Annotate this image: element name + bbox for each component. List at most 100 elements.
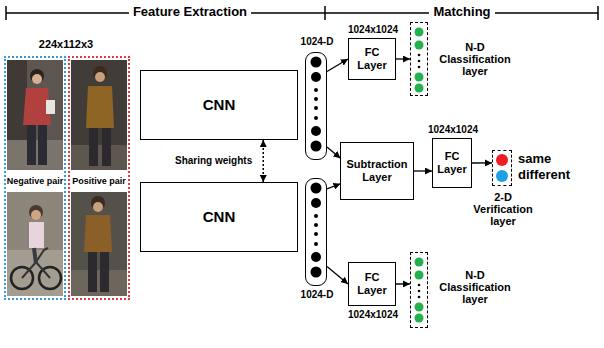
vector-units bbox=[311, 72, 321, 82]
image-pair-box: Negative pair bbox=[4, 56, 66, 300]
vector-units bbox=[311, 198, 321, 208]
image-pair-box: Positive pair bbox=[68, 56, 130, 300]
class-label: same bbox=[518, 152, 580, 166]
connector-arrow bbox=[262, 140, 264, 182]
vector-units bbox=[311, 57, 322, 278]
cyclist-photo bbox=[22, 262, 50, 278]
section-bracket bbox=[6, 6, 598, 20]
node-label: 2-D Verification layer bbox=[465, 191, 541, 227]
feature-vector: 1024-D bbox=[305, 178, 327, 286]
classification-units bbox=[418, 66, 421, 69]
pedestrian-photo bbox=[71, 60, 127, 170]
dimension-label: 1024-D bbox=[290, 36, 344, 47]
cyclist-photo bbox=[36, 248, 48, 262]
pedestrian-photo bbox=[32, 74, 42, 84]
cnn-box: CNN bbox=[140, 70, 298, 140]
connector-arrow bbox=[327, 59, 348, 71]
vector-units bbox=[314, 214, 318, 218]
section-bracket bbox=[5, 6, 7, 20]
pedestrian-photo bbox=[7, 60, 63, 170]
verification-units bbox=[496, 154, 508, 182]
connector-arrow bbox=[327, 267, 348, 284]
dimension-label: 1024x1024 bbox=[339, 309, 407, 320]
vector-units bbox=[311, 183, 322, 194]
cyclist-photo bbox=[34, 248, 36, 264]
verification-units bbox=[496, 154, 508, 166]
verification-units bbox=[496, 170, 508, 182]
cyclist-photo bbox=[7, 192, 63, 296]
classification-units bbox=[418, 60, 421, 63]
pedestrian-photo bbox=[46, 100, 55, 114]
classification-units bbox=[418, 290, 421, 293]
subtraction-layer-box: Subtraction Layer bbox=[340, 142, 413, 200]
pedestrian-photo bbox=[93, 202, 103, 212]
pedestrian-photo bbox=[71, 60, 127, 170]
cyclist-photo bbox=[29, 205, 43, 219]
node-label: CNN bbox=[203, 96, 236, 113]
pedestrian-photo bbox=[95, 72, 105, 82]
connector-arrow bbox=[327, 147, 340, 158]
classification-layer: N-D Classification layer bbox=[410, 252, 428, 328]
cyclist-photo bbox=[7, 192, 63, 296]
connector-arrow bbox=[327, 184, 340, 189]
classification-units bbox=[415, 28, 424, 323]
classification-units bbox=[418, 296, 421, 299]
edge-label: Sharing weights bbox=[171, 155, 256, 167]
vector-units bbox=[314, 88, 318, 92]
vector-units bbox=[314, 97, 318, 101]
classification-units bbox=[415, 84, 424, 93]
pedestrian-photo bbox=[88, 252, 97, 292]
vector-units bbox=[314, 232, 318, 236]
pedestrian-photo bbox=[30, 69, 44, 83]
section-bracket bbox=[6, 12, 598, 14]
node-label: CNN bbox=[203, 208, 236, 225]
vector-units bbox=[314, 223, 318, 227]
cyclist-photo bbox=[29, 222, 44, 248]
cyclist-photo bbox=[31, 210, 41, 220]
pair-label: Negative pair bbox=[6, 176, 64, 188]
cnn-box: CNN bbox=[140, 182, 298, 252]
pedestrian-photo bbox=[71, 270, 127, 296]
pedestrian-photo bbox=[84, 215, 112, 252]
classification-units bbox=[415, 258, 424, 267]
classification-units bbox=[415, 303, 424, 312]
classification-units bbox=[418, 54, 421, 57]
node-label: N-D Classification layer bbox=[433, 269, 517, 305]
pedestrian-photo bbox=[86, 86, 114, 128]
dimension-label: 1024x1024 bbox=[339, 24, 407, 35]
verification-layer: samedifferent2-D Verification layer bbox=[492, 150, 512, 186]
pedestrian-photo bbox=[89, 128, 98, 166]
pedestrian-photo bbox=[7, 60, 27, 140]
pedestrian-photo bbox=[71, 192, 127, 296]
pedestrian-photo bbox=[71, 192, 127, 296]
vector-units bbox=[311, 57, 322, 68]
pedestrian-photo bbox=[38, 125, 47, 165]
section-title: Feature Extraction bbox=[129, 5, 251, 20]
section-bracket bbox=[324, 6, 326, 20]
vector-units bbox=[314, 116, 318, 120]
section-title: Matching bbox=[429, 5, 494, 20]
class-label: different bbox=[518, 168, 580, 182]
fc-layer-box: 1024x1024FC Layer bbox=[432, 138, 472, 188]
vector-units bbox=[311, 141, 322, 152]
classification-units bbox=[415, 73, 424, 82]
pedestrian-photo bbox=[71, 145, 127, 170]
pedestrian-photo bbox=[7, 60, 63, 170]
node-label: N-D Classification layer bbox=[433, 41, 517, 77]
vector-units bbox=[311, 126, 321, 136]
feature-vector: 1024-D bbox=[305, 52, 327, 160]
vector-units bbox=[311, 267, 322, 278]
classification-layer: N-D Classification layer bbox=[410, 22, 428, 96]
connector-arrow bbox=[396, 283, 410, 284]
classification-units bbox=[418, 284, 421, 287]
classification-units bbox=[415, 41, 424, 50]
node-label: Subtraction Layer bbox=[345, 158, 408, 183]
vector-units bbox=[311, 252, 321, 262]
pair-label: Positive pair bbox=[70, 176, 128, 188]
node-label: FC Layer bbox=[353, 271, 391, 296]
vector-units bbox=[314, 242, 318, 246]
vector-units bbox=[314, 106, 318, 110]
dimension-label: 1024x1024 bbox=[419, 124, 487, 135]
node-label: FC Layer bbox=[353, 46, 391, 71]
